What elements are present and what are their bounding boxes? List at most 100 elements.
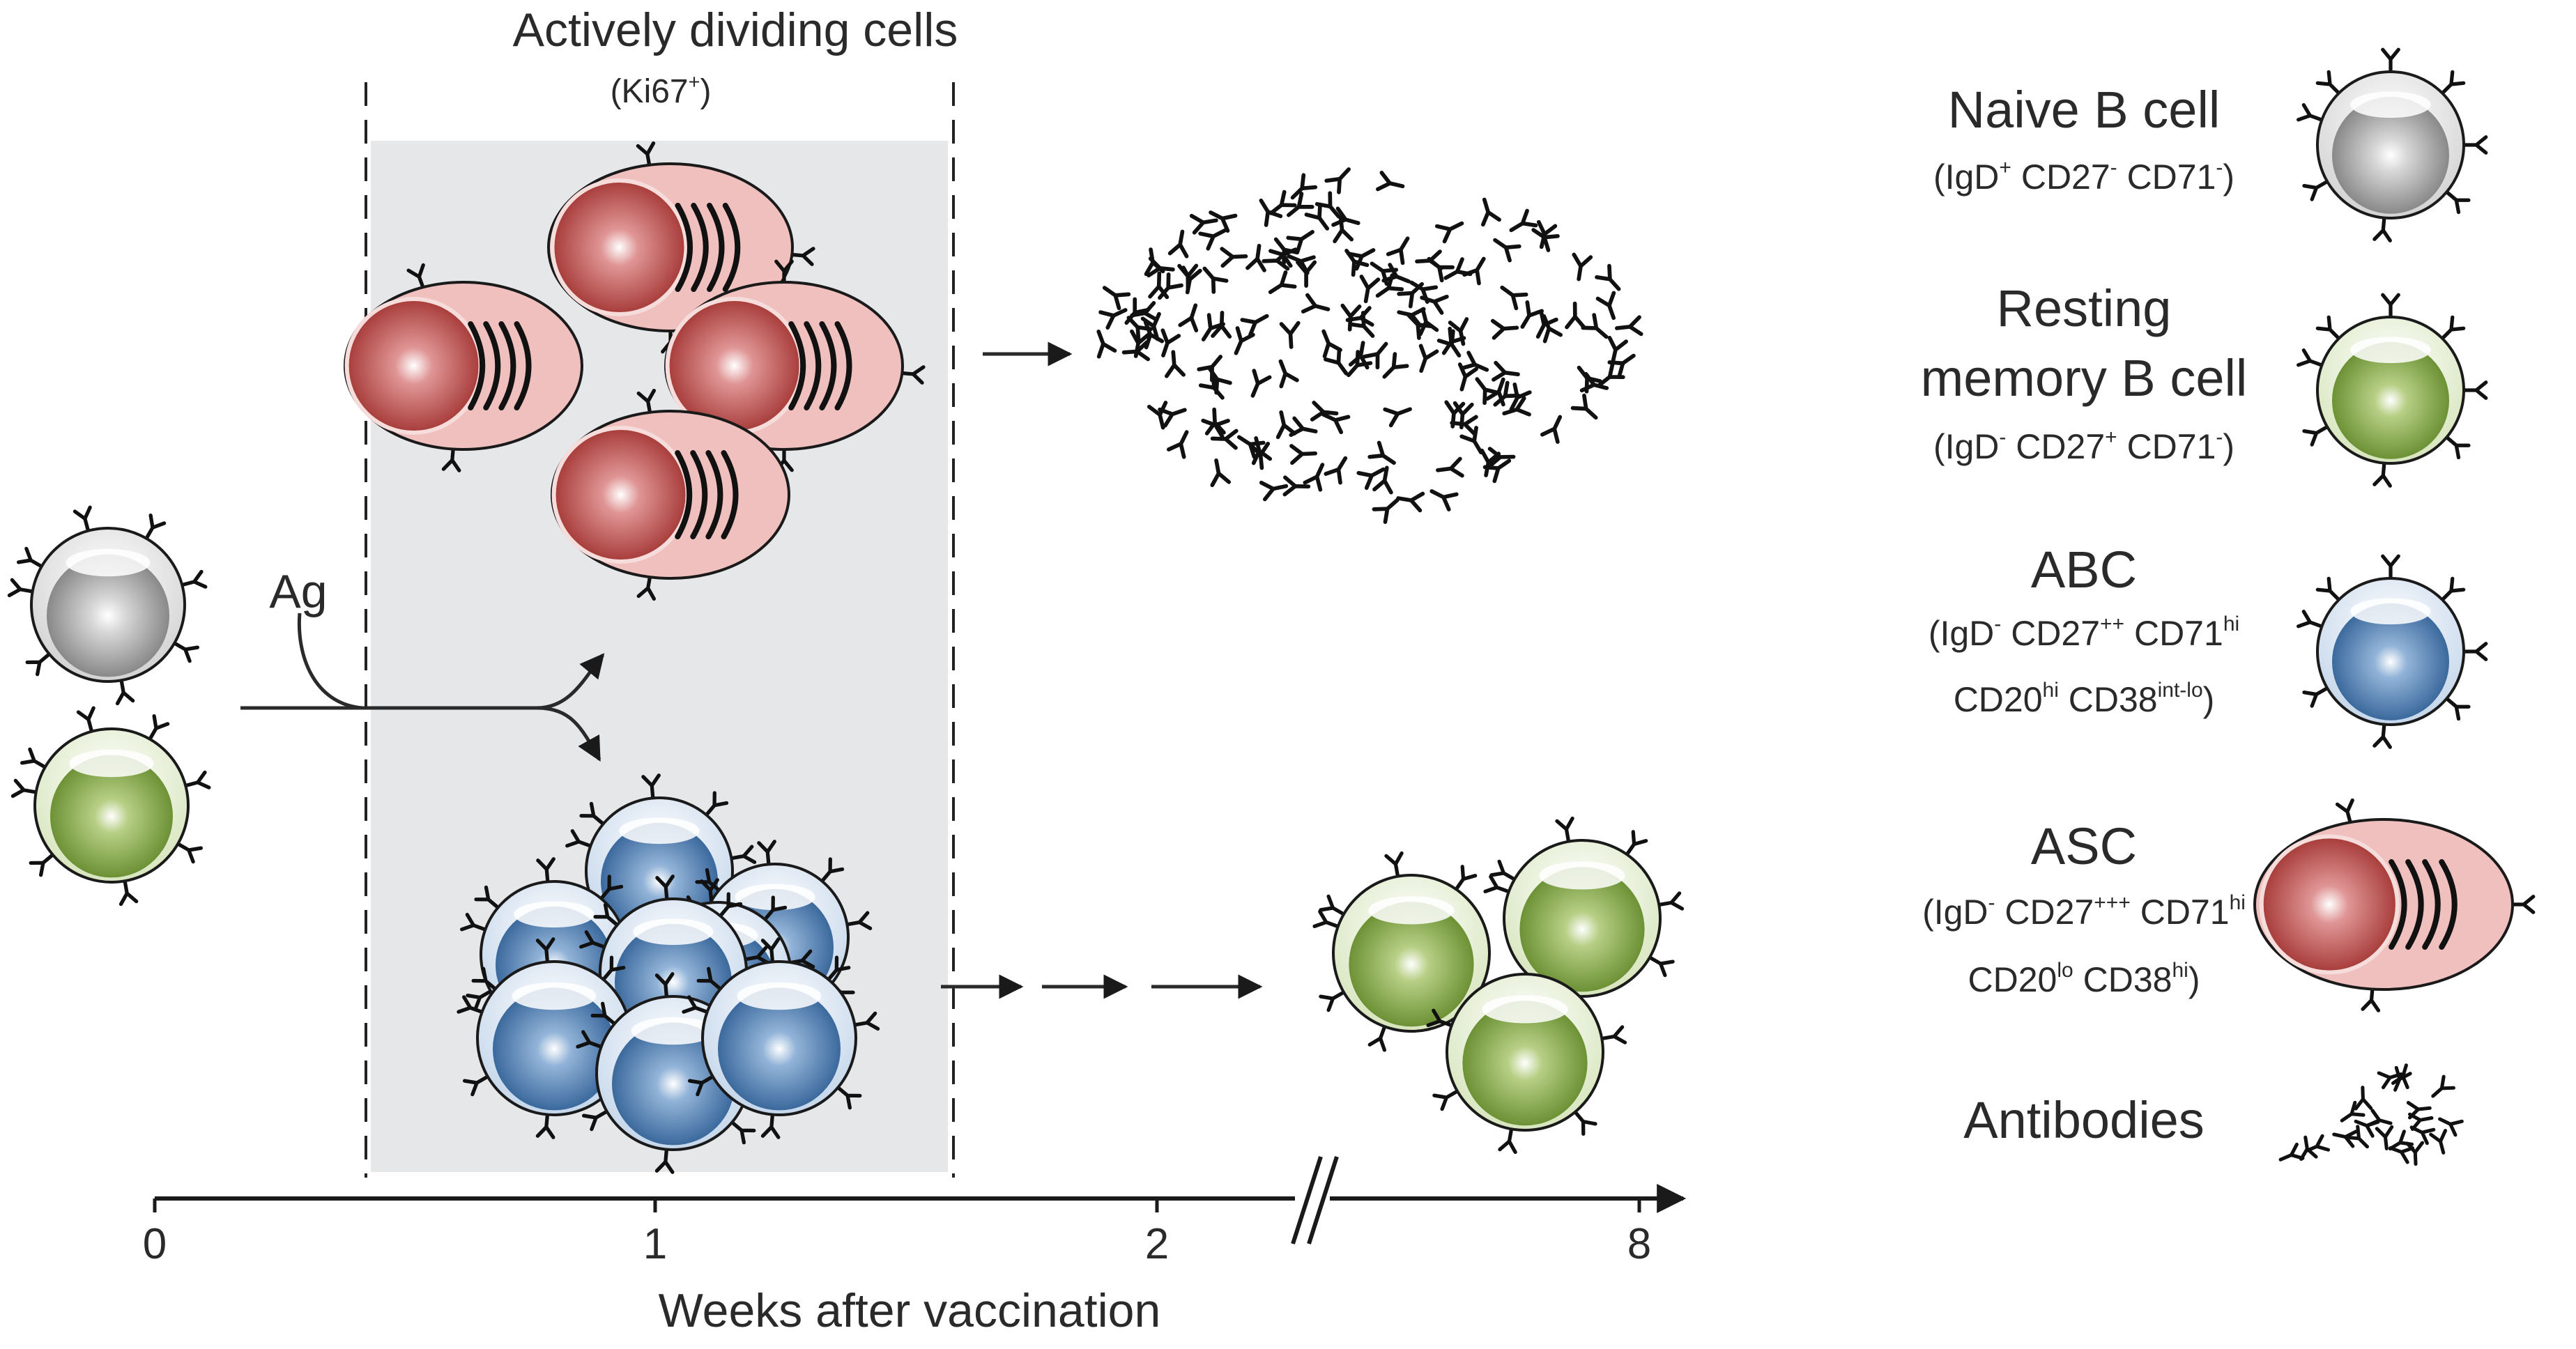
antibody-icon: [1345, 306, 1374, 327]
receptor-icon: [1367, 1025, 1387, 1052]
receptor-icon: [2509, 895, 2536, 914]
receptor-icon: [719, 892, 743, 918]
marker-part: hi: [2223, 612, 2240, 635]
antibody-icon: [1344, 249, 1370, 277]
receptor-icon: [682, 995, 709, 1014]
page-subtitle: (Ki67+): [611, 72, 712, 111]
axis-break-icon: [1291, 1156, 1339, 1244]
antibody-icon: [1475, 377, 1501, 406]
receptor-icon: [820, 857, 845, 883]
legend-memory-title-2: memory B cell: [1920, 349, 2248, 407]
receptor-icon: [115, 679, 135, 706]
receptor-icon: [2445, 697, 2471, 721]
marker-part: CD38: [2058, 680, 2158, 719]
receptor-icon: [2445, 435, 2471, 460]
marker-part: +: [1999, 156, 2011, 179]
receptor-icon: [2302, 686, 2329, 708]
receptor-icon: [655, 874, 675, 901]
marker-part: -: [1999, 426, 2007, 449]
antibody-icon: [1572, 252, 1593, 282]
antibody-icon: [1367, 440, 1396, 465]
antibody-icon: [1487, 447, 1516, 468]
legend-asc-markers-1: (IgD- CD27+++ CD71hi: [1922, 892, 2246, 932]
legend-antibody-icon: [2354, 1119, 2380, 1138]
axis-title: Weeks after vaccination: [658, 1284, 1161, 1337]
antibody-icon: [1209, 210, 1238, 233]
antibody-icon: [1324, 347, 1349, 376]
legend-antibody-icon: [2354, 1086, 2373, 1111]
antibody-icon: [1210, 429, 1239, 450]
marker-part: lo: [2057, 959, 2073, 982]
antibody-icon: [1429, 489, 1459, 511]
receptor-icon: [730, 1120, 756, 1145]
marker-part: -: [2110, 156, 2117, 179]
antibody-icon: [1480, 197, 1501, 227]
receptor-icon: [853, 1011, 880, 1031]
antibody-icon: [1289, 416, 1318, 438]
tick-label-2: 2: [1144, 1220, 1170, 1268]
antibody-icon: [1565, 301, 1586, 330]
antibody-icon: [1268, 270, 1297, 295]
asc-cell-icon: [551, 388, 790, 601]
antibody-icon: [1459, 350, 1489, 372]
antibody-icon: [1441, 326, 1466, 355]
asc-cell-icon: [547, 141, 815, 354]
antibody-icon: [1459, 426, 1483, 454]
marker-part: CD27: [1995, 893, 2094, 932]
receptor-icon: [579, 801, 605, 826]
tick-label-1: 1: [643, 1220, 668, 1268]
receptor-icon: [687, 1074, 714, 1097]
lower-branch-arrow: [536, 706, 601, 762]
abc-cell-icon: [457, 937, 655, 1139]
antibody-icon: [1143, 320, 1165, 350]
receptor-icon: [2381, 293, 2400, 319]
ag-label: Ag: [269, 565, 328, 618]
receptor-icon: [10, 778, 38, 799]
antibody-icon: [1259, 198, 1283, 227]
antibody-icon: [1462, 256, 1486, 286]
antibody-icon: [1381, 263, 1411, 284]
antibody-icon: [1165, 350, 1186, 378]
receptor-icon: [1319, 990, 1346, 1012]
receptor-icon: [2297, 610, 2324, 629]
legend-antibody-icon: [2340, 1100, 2366, 1123]
marker-part: -: [1988, 891, 1995, 914]
legend-antibody-icon: [2345, 1125, 2370, 1149]
receptor-icon: [2302, 180, 2329, 201]
receptor-icon: [760, 937, 781, 964]
antibody-icon: [1204, 407, 1226, 435]
receptor-icon: [2372, 723, 2392, 749]
receptor-icon: [599, 874, 624, 900]
receptor-icon: [536, 857, 555, 884]
receptor-icon: [1319, 894, 1346, 916]
legend-antibody-icon: [2438, 1117, 2464, 1137]
receptor-icon: [16, 546, 43, 569]
legend-antibody-icon: [2375, 1125, 2394, 1150]
subtitle-base: (Ki67: [610, 73, 689, 110]
receptor-icon: [72, 505, 92, 532]
receptor-icon: [471, 966, 497, 991]
tick-label-0: 0: [142, 1220, 167, 1268]
marker-part: int-lo: [2157, 679, 2203, 702]
receptor-icon: [460, 913, 487, 932]
ag-input-arrow: [297, 612, 363, 710]
receptor-icon: [2440, 315, 2466, 341]
receptor-icon: [700, 878, 719, 904]
antibody-icon: [1493, 238, 1521, 263]
receptor-icon: [457, 995, 484, 1014]
receptor-icon: [1555, 816, 1574, 843]
antibody-icon: [1607, 335, 1628, 365]
marker-part: -: [1994, 612, 2002, 635]
receptor-icon: [2440, 576, 2466, 602]
antibody-icon: [1303, 463, 1325, 492]
antibody-icon: [1202, 266, 1229, 294]
receptor-icon: [565, 829, 592, 848]
antibody-icon: [1287, 254, 1316, 275]
memory-b-cell-icon: [1426, 973, 1627, 1155]
receptor-icon: [1600, 1025, 1627, 1044]
marker-part: CD71: [2124, 614, 2223, 653]
marker-part: hi: [2172, 959, 2188, 982]
antibody-icon: [1201, 313, 1225, 341]
